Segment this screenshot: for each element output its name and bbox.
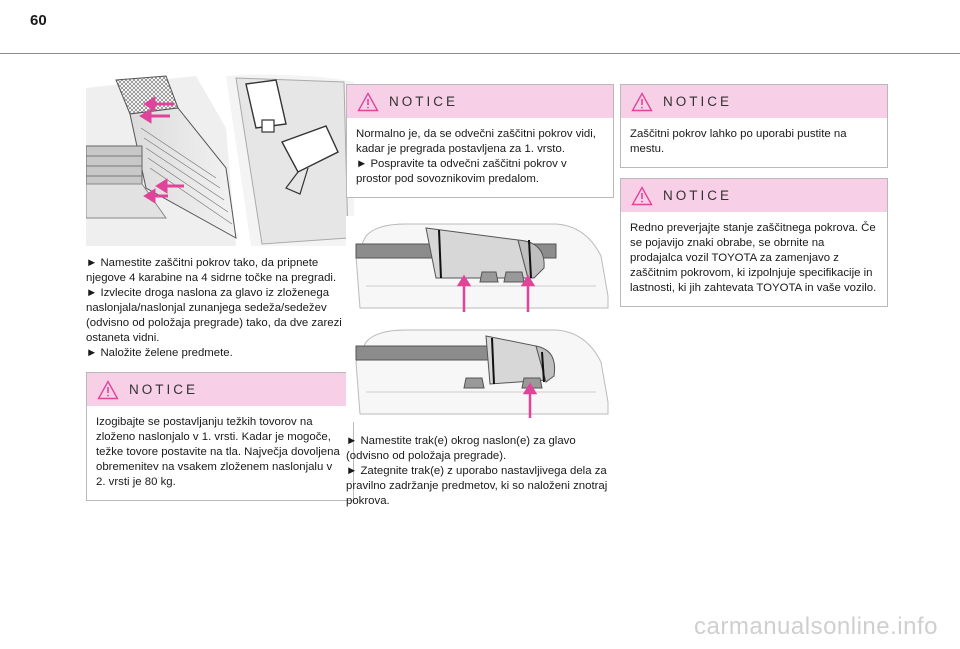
notice-text-line-1: Normalno je, da se odvečni zaščitni pokr…	[356, 128, 596, 155]
notice-title: NOTICE	[129, 382, 199, 397]
watermark: carmanualsonline.info	[694, 613, 938, 640]
van-cover-row1-illustration	[346, 216, 614, 316]
notice-header: NOTICE	[87, 373, 353, 406]
page-number: 60	[30, 12, 47, 29]
instruction-load-items: ► Naložite želene predmete.	[86, 347, 233, 359]
instructions-col1: ► Namestite zaščitni pokrov tako, da pri…	[86, 256, 354, 361]
cargo-cover-installation-illustration	[86, 68, 354, 248]
notice-body: Normalno je, da se odvečni zaščitni pokr…	[347, 118, 613, 197]
notice-box-heavy-loads: NOTICE Izogibajte se postavljanju težkih…	[86, 372, 354, 501]
top-divider	[0, 53, 960, 54]
notice-title: NOTICE	[389, 94, 459, 109]
column-3: NOTICE Zaščitni pokrov lahko po uporabi …	[620, 84, 888, 307]
warning-triangle-icon	[631, 186, 653, 206]
instruction-fit-straps: ► Namestite trak(e) okrog naslon(e) za g…	[346, 435, 576, 462]
notice-header: NOTICE	[621, 179, 887, 212]
notice-title: NOTICE	[663, 188, 733, 203]
notice-text: Zaščitni pokrov lahko po uporabi pustite…	[630, 128, 847, 155]
notice-text: Izogibajte se postavljanju težkih tovoro…	[96, 416, 340, 488]
notice-body: Zaščitni pokrov lahko po uporabi pustite…	[621, 118, 887, 167]
instructions-col2: ► Namestite trak(e) okrog naslon(e) za g…	[346, 434, 614, 509]
instruction-attach-carabiners: ► Namestite zaščitni pokrov tako, da pri…	[86, 257, 337, 284]
notice-box-excess-cover: NOTICE Normalno je, da se odvečni zaščit…	[346, 84, 614, 198]
notice-body: Izogibajte se postavljanju težkih tovoro…	[87, 406, 353, 500]
notice-header: NOTICE	[621, 85, 887, 118]
notice-text: Redno preverjajte stanje zaščitnega pokr…	[630, 222, 877, 294]
warning-triangle-icon	[631, 92, 653, 112]
warning-triangle-icon	[357, 92, 379, 112]
notice-box-leave-in-place: NOTICE Zaščitni pokrov lahko po uporabi …	[620, 84, 888, 168]
notice-header: NOTICE	[347, 85, 613, 118]
notice-title: NOTICE	[663, 94, 733, 109]
column-2: NOTICE Normalno je, da se odvečni zaščit…	[346, 84, 614, 509]
instruction-pull-headrest-rods: ► Izvlecite droga naslona za glavo iz zl…	[86, 287, 342, 344]
notice-body: Redno preverjajte stanje zaščitnega pokr…	[621, 212, 887, 306]
notice-box-check-condition: NOTICE Redno preverjajte stanje zaščitne…	[620, 178, 888, 307]
warning-triangle-icon	[97, 380, 119, 400]
van-cover-row2-illustration	[346, 322, 614, 422]
notice-text-line-2: ► Pospravite ta odvečni zaščitni pokrov …	[356, 158, 567, 185]
instruction-tighten-straps: ► Zategnite trak(e) z uporabo nastavljiv…	[346, 465, 608, 507]
column-1: ► Namestite zaščitni pokrov tako, da pri…	[86, 68, 354, 501]
